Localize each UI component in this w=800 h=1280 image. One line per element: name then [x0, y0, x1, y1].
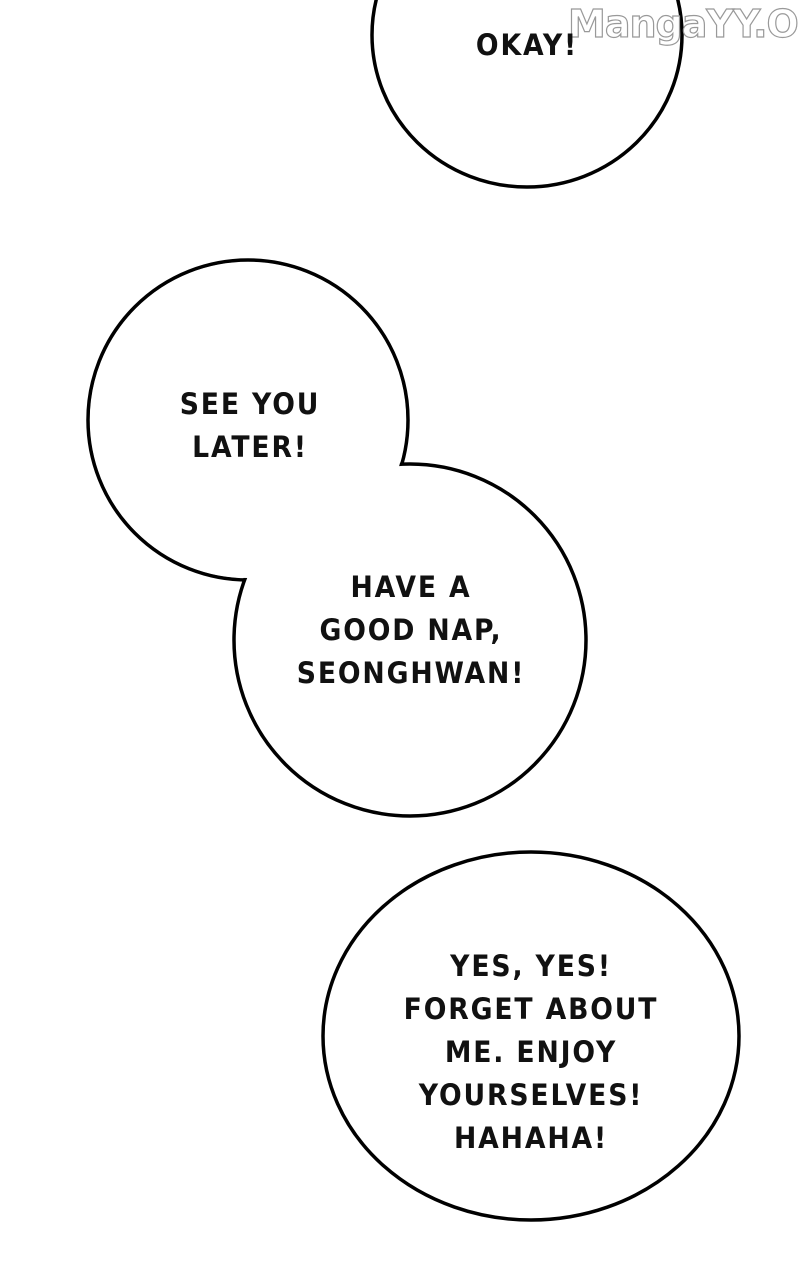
text-line: HAVE A [350, 570, 472, 604]
text-line: OKAY! [475, 28, 579, 62]
bubble-text-yes-yes: YES, YES! FORGET ABOUT ME. ENJOY YOURSEL… [404, 945, 659, 1160]
text-line: YOURSELVES! [418, 1078, 644, 1112]
text-line: HAHAHA! [454, 1121, 608, 1155]
text-line: FORGET ABOUT [403, 992, 659, 1026]
bubble-text-good-nap: HAVE A GOOD NAP, SEONGHWAN! [297, 566, 525, 695]
text-line: GOOD NAP, [319, 613, 503, 647]
text-line: SEE YOU [179, 387, 321, 421]
bubble-text-okay: OKAY! [476, 24, 578, 67]
speech-bubble-okay [370, 0, 684, 189]
bubble-text-see-you-later: SEE YOU LATER! [180, 383, 321, 469]
text-line: YES, YES! [450, 949, 612, 983]
text-line: ME. ENJOY [444, 1035, 618, 1069]
text-line: SEONGHWAN! [296, 656, 526, 690]
watermark: MangaYY.Org [567, 1, 800, 46]
text-line: LATER! [192, 430, 308, 464]
speech-bubble-yes-yes [321, 850, 741, 1222]
